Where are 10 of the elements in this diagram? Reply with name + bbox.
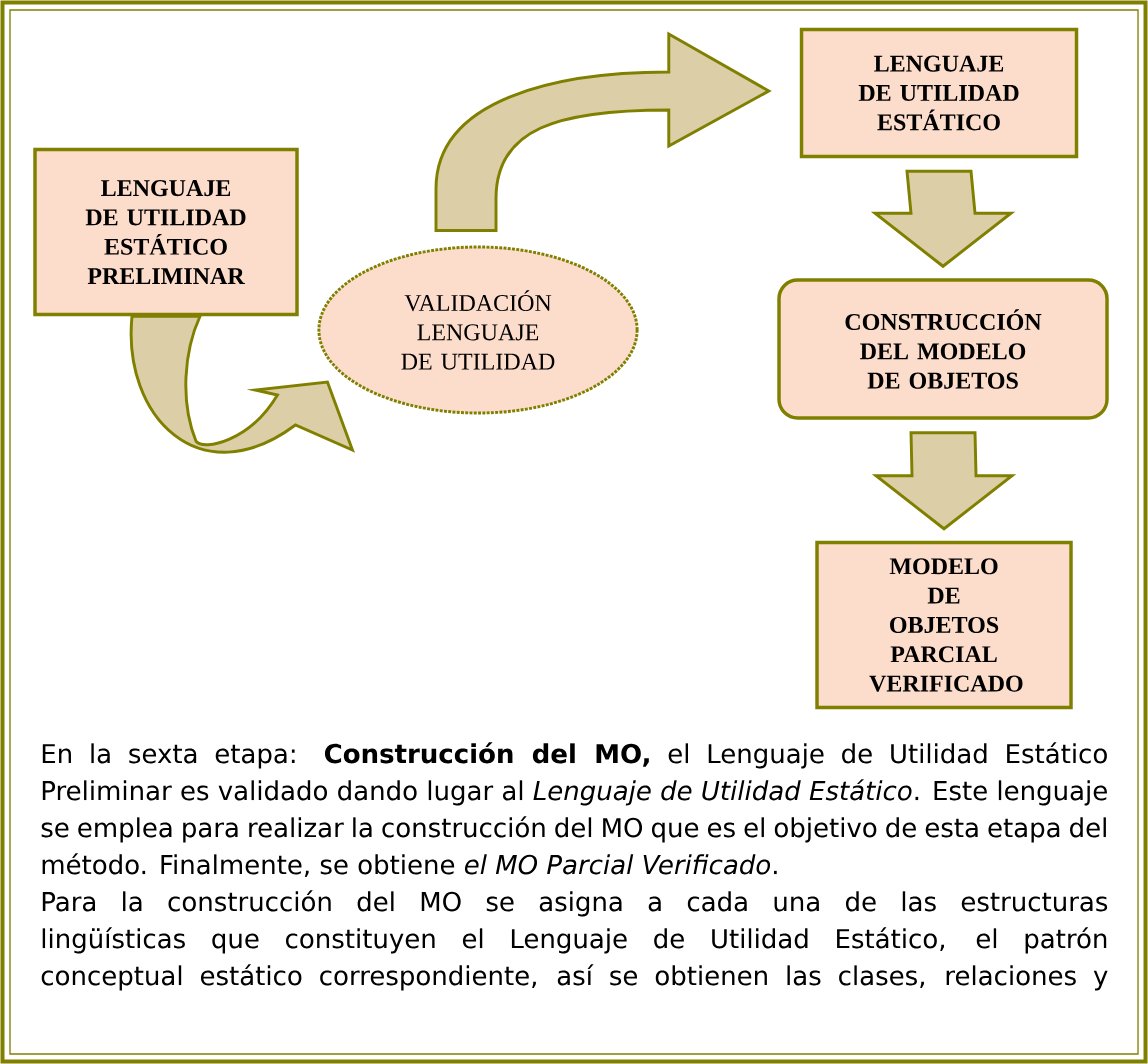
process-box: LENGUAJE DE UTILIDAD ESTÁTICO PRELIMINAR xyxy=(33,147,299,317)
process-box: CONSTRUCCIÓN DEL MODELO DE OBJETOS xyxy=(777,278,1109,420)
block-arrow xyxy=(434,32,771,232)
block-arrow xyxy=(129,314,354,454)
block-arrow xyxy=(871,431,1017,531)
block-arrow xyxy=(870,169,1016,269)
process-box: MODELO DE OBJETOS PARCIAL VERIFICADO xyxy=(815,540,1073,710)
paragraph: En la sexta etapa: Construcción del MO, el Lenguaje de Utilidad Estático Preliminar es validado dando lugar al Lenguaje de Utilidad Estático. Este lenguaje se emplea para realizar la construcción del MO que es el objetivo de esta etapa del método. Finalmente, se obtiene el MO Parcial Verificado. xyxy=(41,742,1107,878)
paragraph: Para la construcción del MO se asigna a cada una de las estructuras lingüísticas que constituyen el Lenguaje de Utilidad Estático, el patrón conceptual estático correspondiente, así se obtienen las clases, relaciones y xyxy=(41,890,1108,991)
process-box: LENGUAJE DE UTILIDAD ESTÁTICO xyxy=(799,27,1079,159)
